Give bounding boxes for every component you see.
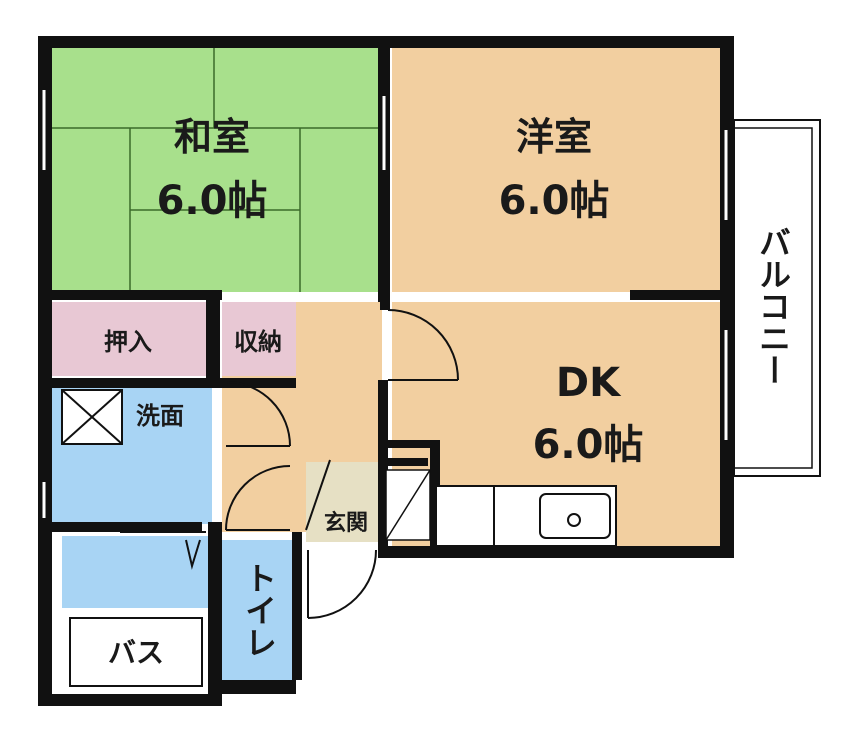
- washitsu-size: 6.0帖: [157, 178, 268, 224]
- youshitsu-room: [392, 48, 724, 292]
- bathtub: [69, 617, 203, 687]
- senmen-label: 洗面: [136, 402, 184, 430]
- youshitsu-size: 6.0帖: [499, 178, 610, 224]
- washbasin-icon: [61, 389, 123, 445]
- dk-name: DK: [556, 360, 622, 406]
- balcony-label: バルコニー: [754, 226, 792, 386]
- shuunou-closet: [222, 302, 296, 376]
- youshitsu-name: 洋室: [516, 115, 592, 159]
- washitsu-room: [52, 48, 382, 292]
- washitsu-name: 和室: [174, 115, 250, 159]
- bath-room: [62, 536, 212, 608]
- genkan-area: [306, 462, 382, 542]
- toilet-label: トイレ: [240, 562, 278, 658]
- dk-size: 6.0帖: [533, 422, 644, 468]
- toilet-room: [222, 540, 296, 680]
- kitchen-counter: [435, 485, 617, 547]
- genkan-label: 玄関: [324, 510, 368, 536]
- shuunou-label: 収納: [234, 328, 282, 356]
- oshiire-closet: [52, 302, 212, 376]
- shoe-cabinet-icon: [305, 459, 431, 541]
- walls: [38, 36, 734, 706]
- bath-label: バス: [108, 636, 164, 669]
- tatami-lines: [52, 48, 382, 292]
- oshiire-label: 押入: [104, 328, 152, 356]
- door-swings: [120, 309, 459, 619]
- balcony: [733, 119, 821, 477]
